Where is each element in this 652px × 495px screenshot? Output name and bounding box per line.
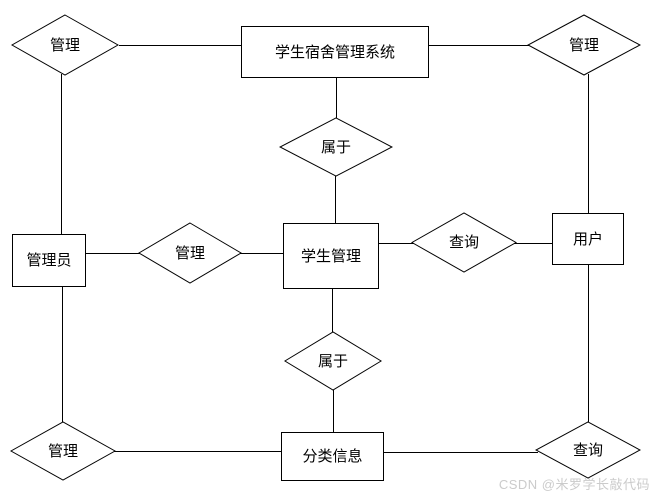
diamond-shape bbox=[279, 117, 393, 177]
relation-manage-top-right: 管理 bbox=[527, 14, 641, 76]
node-label: 分类信息 bbox=[302, 448, 363, 465]
node-label: 属于 bbox=[320, 138, 351, 156]
entity-user: 用户 bbox=[552, 213, 624, 265]
relation-manage-bottom-left: 管理 bbox=[10, 421, 116, 481]
diamond-shape bbox=[535, 421, 641, 479]
diamond-shape bbox=[284, 331, 382, 391]
node-label: 学生管理 bbox=[300, 247, 361, 265]
diamond-shape bbox=[138, 222, 242, 284]
node-label: 查询 bbox=[448, 234, 479, 251]
node-label: 管理 bbox=[49, 36, 80, 54]
watermark-text: CSDN @米罗学长敲代码 bbox=[498, 477, 650, 492]
relation-manage-top-left: 管理 bbox=[11, 14, 119, 76]
entity-dorm-system: 学生宿舍管理系统 bbox=[241, 26, 429, 78]
node-label: 用户 bbox=[572, 230, 603, 248]
node-label: 管理 bbox=[47, 442, 78, 460]
node-label: 管理 bbox=[568, 36, 599, 54]
diamond-shape bbox=[527, 14, 641, 76]
relation-belongs-lower: 属于 bbox=[284, 331, 382, 391]
relation-query-mid: 查询 bbox=[411, 212, 517, 273]
entity-category-info: 分类信息 bbox=[281, 432, 384, 481]
diamond-shape bbox=[11, 14, 119, 76]
diamond-shape bbox=[411, 212, 517, 273]
node-label: 查询 bbox=[572, 441, 603, 459]
entity-administrator: 管理员 bbox=[12, 234, 86, 287]
node-label: 学生宿舍管理系统 bbox=[274, 43, 395, 61]
relation-manage-mid: 管理 bbox=[138, 222, 242, 284]
diamond-shape bbox=[10, 421, 116, 481]
node-label: 管理员 bbox=[26, 252, 72, 269]
relation-query-bottom-right: 查询 bbox=[535, 421, 641, 479]
entity-student-management: 学生管理 bbox=[283, 223, 379, 289]
relation-belongs-upper: 属于 bbox=[279, 117, 393, 177]
node-label: 管理 bbox=[174, 244, 205, 262]
node-label: 属于 bbox=[317, 352, 348, 370]
